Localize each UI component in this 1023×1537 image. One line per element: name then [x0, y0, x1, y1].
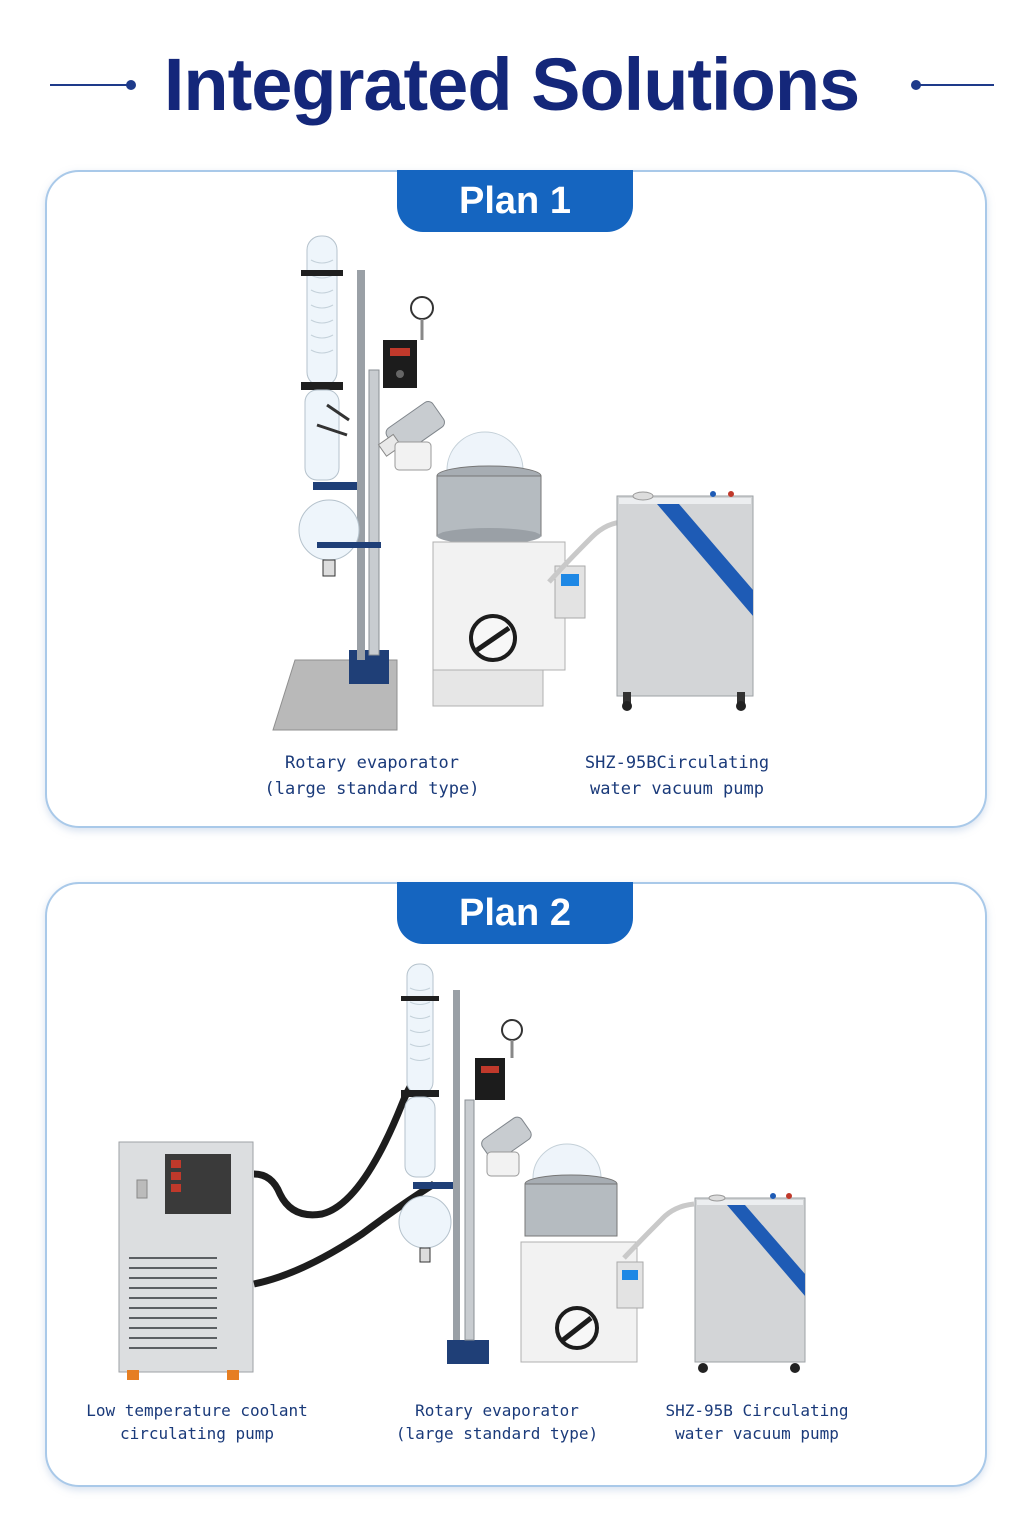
vacuum-hose-icon — [547, 519, 626, 584]
caption-line-1: Rotary evaporator — [415, 1401, 579, 1420]
caption-line-1: Low temperature coolant — [86, 1401, 308, 1420]
header: Integrated Solutions — [0, 40, 1023, 130]
caption-line-1: Rotary evaporator — [285, 753, 459, 773]
caption-line-2: (large standard type) — [395, 1424, 599, 1443]
plan-1-caption-vacuum-pump: SHZ-95BCirculating water vacuum pump — [557, 750, 797, 802]
vacuum-pump-icon — [616, 491, 754, 711]
plan-2-panel: Plan 2 — [45, 882, 987, 1487]
rotary-evaporator-icon — [398, 963, 644, 1364]
page-title: Integrated Solutions — [163, 43, 860, 126]
plan-1-caption-evaporator: Rotary evaporator (large standard type) — [247, 750, 497, 802]
vacuum-pump-icon — [694, 1193, 806, 1373]
plan-2-caption-vacuum-pump: SHZ-95B Circulating water vacuum pump — [637, 1399, 877, 1445]
plan-2-caption-chiller: Low temperature coolant circulating pump — [72, 1399, 322, 1445]
header-right-line — [916, 84, 994, 86]
caption-line-1: SHZ-95BCirculating — [584, 753, 770, 773]
rotary-evaporator-icon — [272, 235, 586, 731]
plan-2-caption-evaporator: Rotary evaporator (large standard type) — [372, 1399, 622, 1445]
caption-line-2: circulating pump — [119, 1424, 275, 1443]
caption-line-1: SHZ-95B Circulating — [665, 1401, 849, 1420]
chiller-icon — [118, 1141, 254, 1380]
plan-1-tab: Plan 1 — [397, 170, 633, 232]
plan-1-panel: Plan 1 — [45, 170, 987, 828]
header-left-line — [50, 84, 130, 86]
caption-line-2: (large standard type) — [264, 779, 480, 799]
plan-2-tab: Plan 2 — [397, 882, 633, 944]
vacuum-hose-icon — [622, 1201, 695, 1260]
caption-line-2: water vacuum pump — [675, 1424, 839, 1443]
header-left-dot — [126, 80, 136, 90]
caption-line-2: water vacuum pump — [590, 779, 764, 799]
